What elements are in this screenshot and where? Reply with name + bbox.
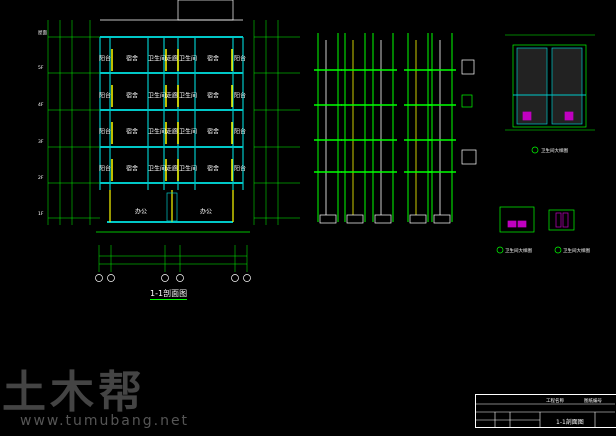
toilet-plan-left: [516, 47, 548, 125]
plan-fixture: [507, 220, 517, 228]
wall-section-base: [374, 214, 392, 224]
axis-bubble: [243, 274, 251, 282]
room-label-toilet: 卫生间: [178, 92, 198, 100]
room-label-corridor: 走廊: [165, 92, 179, 100]
room-label-corridor: 走廊: [165, 55, 179, 63]
title-block-project: 工程名称: [546, 399, 564, 404]
room-label-toilet: 卫生间: [178, 55, 198, 63]
title-block-number: 图纸编号: [584, 399, 602, 404]
room-label-toilet: 卫生间: [178, 165, 198, 173]
room-label-balcony: 阳台: [98, 128, 112, 136]
room-label-balcony: 阳台: [98, 165, 112, 173]
room-label-toilet: 卫生间: [178, 128, 198, 136]
plan-fixture: [555, 212, 562, 228]
axis-bubble: [161, 274, 169, 282]
floor-level-label: 1F: [38, 212, 44, 217]
floor-level-label: 5F: [38, 66, 44, 71]
detail-title: 卫生间大样图: [505, 249, 532, 254]
floor-level-label: 屋面: [38, 31, 47, 36]
room-label-corridor: 走廊: [165, 165, 179, 173]
detail-plan-2: [499, 206, 535, 233]
toilet-plan-outline: [512, 44, 587, 128]
room-label-toilet: 卫生间: [147, 165, 167, 173]
entrance-door: [166, 192, 178, 222]
room-label-dorm: 宿舍: [125, 92, 139, 100]
detail-bubble: [554, 246, 562, 254]
detail-bubble: [496, 246, 504, 254]
axis-bubble: [231, 274, 239, 282]
detail-bubble: [531, 146, 539, 154]
room-label-dorm: 宿舍: [125, 55, 139, 63]
watermark-logo: 土木帮: [2, 367, 146, 418]
wall-section-base: [346, 214, 364, 224]
plan-fixture: [564, 111, 574, 121]
detail-title: 卫生间大样图: [563, 249, 590, 254]
room-label-balcony: 阳台: [98, 92, 112, 100]
room-label-dorm: 宿舍: [206, 55, 220, 63]
room-label-dorm: 宿舍: [206, 128, 220, 136]
floor-level-label: 4F: [38, 103, 44, 108]
detail-title: 卫生间大样图: [541, 149, 568, 154]
wall-section-base: [319, 214, 337, 224]
room-label-balcony: 阳台: [233, 165, 247, 173]
room-label-balcony: 阳台: [233, 92, 247, 100]
title-block: 工程名称 图纸编号 1-1剖面图: [475, 394, 616, 428]
plan-fixture: [562, 212, 569, 228]
detail-node: [461, 149, 477, 165]
room-label-office: 办公: [134, 208, 148, 216]
title-block-drawing-name: 1-1剖面图: [556, 419, 584, 426]
detail-node: [461, 59, 475, 75]
wall-section-base: [409, 214, 427, 224]
room-label-dorm: 宿舍: [206, 92, 220, 100]
room-label-toilet: 卫生间: [147, 128, 167, 136]
detail-node: [461, 94, 473, 108]
room-label-office: 办公: [199, 208, 213, 216]
room-label-dorm: 宿舍: [206, 165, 220, 173]
section-title: 1-1剖面图: [150, 289, 188, 300]
toilet-plan-right: [551, 47, 583, 125]
room-label-toilet: 卫生间: [147, 55, 167, 63]
axis-bubble: [107, 274, 115, 282]
floor-level-label: 3F: [38, 140, 44, 145]
stair-tower: [177, 0, 234, 21]
axis-bubble: [95, 274, 103, 282]
plan-fixture: [517, 220, 527, 228]
detail-plan-3: [548, 209, 575, 231]
plan-fixture: [522, 111, 532, 121]
watermark-url: www.tumubang.net: [20, 413, 190, 429]
room-label-balcony: 阳台: [98, 55, 112, 63]
floor-level-label: 2F: [38, 176, 44, 181]
room-label-corridor: 走廊: [165, 128, 179, 136]
axis-bubble: [176, 274, 184, 282]
wall-section-base: [433, 214, 451, 224]
room-label-dorm: 宿舍: [125, 128, 139, 136]
room-label-balcony: 阳台: [233, 128, 247, 136]
room-label-dorm: 宿舍: [125, 165, 139, 173]
room-label-balcony: 阳台: [233, 55, 247, 63]
room-label-toilet: 卫生间: [147, 92, 167, 100]
